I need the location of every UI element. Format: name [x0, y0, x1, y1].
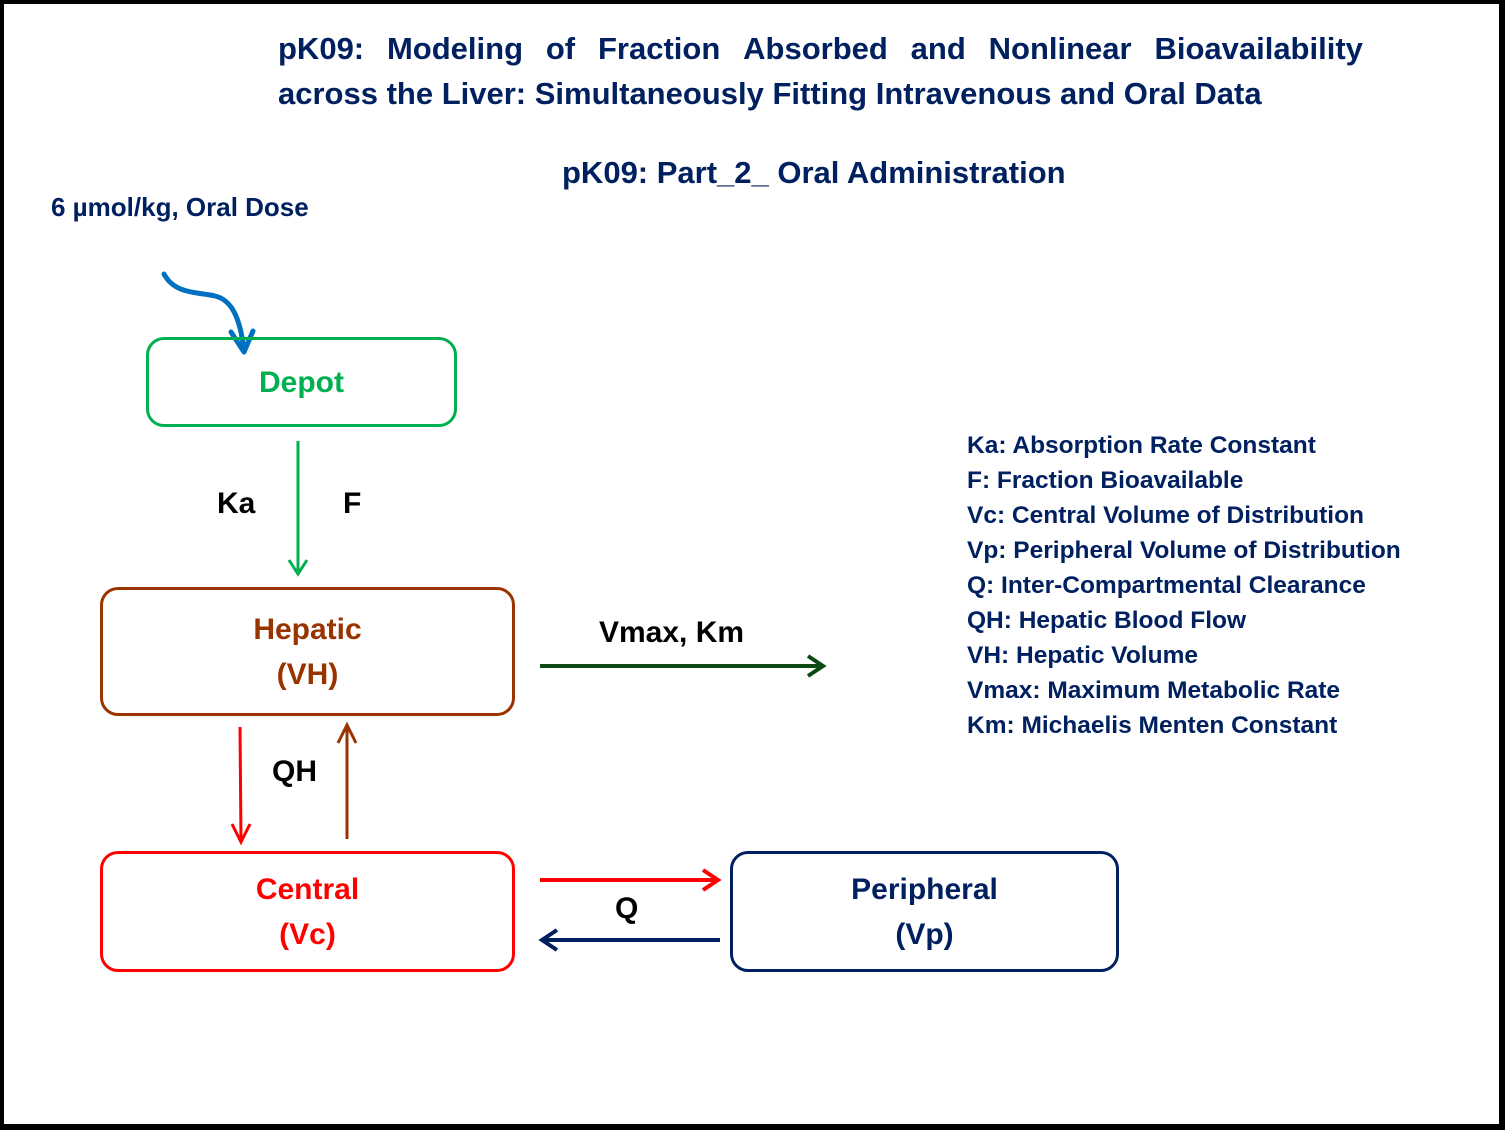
peripheral-to-central-arrowhead [538, 928, 559, 952]
title-line-1: pK09: Modeling of Fraction Absorbed and … [278, 26, 1363, 71]
title-word: of [545, 31, 576, 66]
parameter-legend: Ka: Absorption Rate Constant F: Fraction… [967, 428, 1401, 743]
absorption-arrowhead [287, 559, 309, 577]
peripheral-volume-label: (Vp) [895, 917, 954, 951]
elimination-arrowhead [806, 654, 827, 678]
title-word: Bioavailability [1154, 31, 1363, 66]
title-word: Modeling [386, 31, 524, 66]
central-label: Central [255, 872, 360, 906]
q-label: Q [615, 892, 639, 925]
elimination-label: Vmax, Km [599, 616, 745, 649]
legend-item: Q: Inter-Compartmental Clearance [967, 572, 1366, 599]
legend-item: Vp: Peripheral Volume of Distribution [967, 537, 1401, 564]
legend-item: Km: Michaelis Menten Constant [967, 712, 1338, 739]
legend-item: F: Fraction Bioavailable [967, 467, 1244, 494]
hepatic-label: Hepatic [253, 612, 362, 646]
dose-arrow [161, 271, 247, 353]
central-to-hepatic-arrowhead [336, 721, 358, 744]
legend-item: Vc: Central Volume of Distribution [967, 502, 1365, 529]
slide-subtitle: pK09: Part_2_ Oral Administration [562, 155, 1066, 190]
depot-label: Depot [259, 365, 344, 399]
title-word: Fraction [597, 31, 721, 66]
hepatic-compartment: Hepatic (VH) [100, 587, 515, 716]
title-word: Nonlinear [988, 31, 1132, 66]
depot-compartment: Depot [146, 337, 457, 427]
qh-label: QH [272, 755, 317, 788]
central-to-peripheral-arrowhead [701, 868, 722, 892]
title-line-2: across the Liver: Simultaneously Fitting… [278, 76, 1262, 111]
hepatic-to-central-arrowhead [230, 823, 252, 846]
legend-item: QH: Hepatic Blood Flow [967, 607, 1247, 634]
slide-title: pK09: Modeling of Fraction Absorbed and … [278, 26, 1363, 116]
ka-label: Ka [217, 487, 256, 520]
title-word: Absorbed [743, 31, 888, 66]
peripheral-compartment: Peripheral (Vp) [730, 851, 1119, 972]
f-label: F [343, 487, 362, 520]
peripheral-label: Peripheral [851, 872, 998, 906]
central-volume-label: (Vc) [279, 917, 336, 951]
legend-item: Ka: Absorption Rate Constant [967, 432, 1316, 459]
central-compartment: Central (Vc) [100, 851, 515, 972]
title-word: and [910, 31, 966, 66]
title-word: pK09: [278, 31, 365, 66]
hepatic-volume-label: (VH) [276, 657, 339, 691]
dose-label: 6 µmol/kg, Oral Dose [51, 192, 309, 222]
legend-item: Vmax: Maximum Metabolic Rate [967, 677, 1341, 704]
hepatic-to-central-arrow [238, 726, 243, 841]
legend-item: VH: Hepatic Volume [967, 642, 1198, 669]
